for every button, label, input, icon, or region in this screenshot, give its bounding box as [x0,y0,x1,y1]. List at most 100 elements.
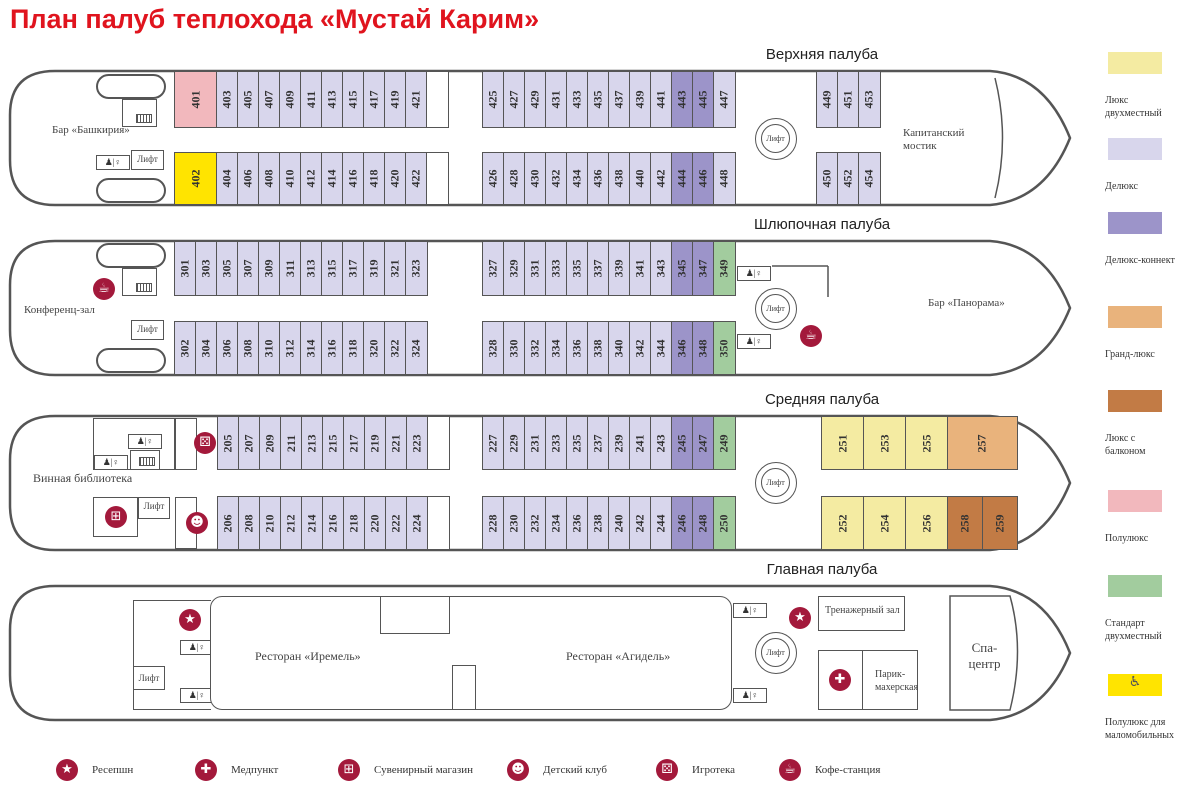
cabin-443[interactable]: 443 [671,71,694,128]
cabin-240[interactable]: 240 [608,496,631,550]
cabin-233[interactable]: 233 [545,416,568,470]
cabin-333[interactable]: 333 [545,241,568,296]
cabin-329[interactable]: 329 [503,241,526,296]
cabin-255[interactable]: 255 [905,416,949,470]
cabin-433[interactable]: 433 [566,71,589,128]
cabin-437[interactable]: 437 [608,71,631,128]
cabin-419[interactable]: 419 [384,71,407,128]
cabin-311[interactable]: 311 [279,241,302,296]
cabin-346[interactable]: 346 [671,321,694,375]
cabin-420[interactable]: 420 [384,152,407,205]
cabin-229[interactable]: 229 [503,416,526,470]
cabin-234[interactable]: 234 [545,496,568,550]
cabin-403[interactable]: 403 [216,71,239,128]
cabin-316[interactable]: 316 [321,321,344,375]
cabin-213[interactable]: 213 [301,416,324,470]
cabin-441[interactable]: 441 [650,71,673,128]
cabin-429[interactable]: 429 [524,71,547,128]
cabin-302[interactable]: 302 [174,321,197,375]
cabin-435[interactable]: 435 [587,71,610,128]
cabin-332[interactable]: 332 [524,321,547,375]
cabin-430[interactable]: 430 [524,152,547,205]
cabin-330[interactable]: 330 [503,321,526,375]
cabin-324[interactable]: 324 [405,321,428,375]
cabin-350[interactable]: 350 [713,321,736,375]
cabin-205[interactable]: 205 [217,416,240,470]
cabin-347[interactable]: 347 [692,241,715,296]
cabin-446[interactable]: 446 [692,152,715,205]
cabin-335[interactable]: 335 [566,241,589,296]
cabin-303[interactable]: 303 [195,241,218,296]
cabin-454[interactable]: 454 [858,152,881,205]
cabin-253[interactable]: 253 [863,416,907,470]
cabin-230[interactable]: 230 [503,496,526,550]
cabin-227[interactable]: 227 [482,416,505,470]
cabin-228[interactable]: 228 [482,496,505,550]
cabin-336[interactable]: 336 [566,321,589,375]
cabin-432[interactable]: 432 [545,152,568,205]
cabin-337[interactable]: 337 [587,241,610,296]
cabin-413[interactable]: 413 [321,71,344,128]
cabin-242[interactable]: 242 [629,496,652,550]
cabin-323[interactable]: 323 [405,241,428,296]
cabin-220[interactable]: 220 [364,496,387,550]
cabin-219[interactable]: 219 [364,416,387,470]
cabin-431[interactable]: 431 [545,71,568,128]
cabin-314[interactable]: 314 [300,321,323,375]
cabin-408[interactable]: 408 [258,152,281,205]
cabin-340[interactable]: 340 [608,321,631,375]
cabin-237[interactable]: 237 [587,416,610,470]
cabin-251[interactable]: 251 [821,416,865,470]
cabin-218[interactable]: 218 [343,496,366,550]
cabin-210[interactable]: 210 [259,496,282,550]
cabin-306[interactable]: 306 [216,321,239,375]
cabin-308[interactable]: 308 [237,321,260,375]
cabin-451[interactable]: 451 [837,71,860,128]
cabin-223[interactable]: 223 [406,416,429,470]
cabin-312[interactable]: 312 [279,321,302,375]
cabin-257[interactable]: 257 [947,416,1018,470]
cabin-327[interactable]: 327 [482,241,505,296]
cabin-217[interactable]: 217 [343,416,366,470]
cabin-322[interactable]: 322 [384,321,407,375]
cabin-402[interactable]: 402 [174,152,218,205]
cabin-304[interactable]: 304 [195,321,218,375]
cabin-334[interactable]: 334 [545,321,568,375]
cabin-341[interactable]: 341 [629,241,652,296]
cabin-410[interactable]: 410 [279,152,302,205]
cabin-409[interactable]: 409 [279,71,302,128]
cabin-305[interactable]: 305 [216,241,239,296]
cabin-414[interactable]: 414 [321,152,344,205]
cabin-445[interactable]: 445 [692,71,715,128]
cabin-248[interactable]: 248 [692,496,715,550]
cabin-319[interactable]: 319 [363,241,386,296]
cabin-252[interactable]: 252 [821,496,865,550]
cabin-411[interactable]: 411 [300,71,323,128]
cabin-449[interactable]: 449 [816,71,839,128]
cabin-247[interactable]: 247 [692,416,715,470]
cabin-317[interactable]: 317 [342,241,365,296]
cabin-309[interactable]: 309 [258,241,281,296]
cabin-438[interactable]: 438 [608,152,631,205]
cabin-246[interactable]: 246 [671,496,694,550]
cabin-450[interactable]: 450 [816,152,839,205]
cabin-236[interactable]: 236 [566,496,589,550]
cabin-224[interactable]: 224 [406,496,429,550]
cabin-342[interactable]: 342 [629,321,652,375]
cabin-442[interactable]: 442 [650,152,673,205]
cabin-207[interactable]: 207 [238,416,261,470]
cabin-238[interactable]: 238 [587,496,610,550]
cabin-427[interactable]: 427 [503,71,526,128]
cabin-412[interactable]: 412 [300,152,323,205]
cabin-231[interactable]: 231 [524,416,547,470]
cabin-345[interactable]: 345 [671,241,694,296]
cabin-439[interactable]: 439 [629,71,652,128]
cabin-401[interactable]: 401 [174,71,218,128]
cabin-249[interactable]: 249 [713,416,736,470]
cabin-320[interactable]: 320 [363,321,386,375]
cabin-448[interactable]: 448 [713,152,736,205]
cabin-215[interactable]: 215 [322,416,345,470]
cabin-250[interactable]: 250 [713,496,736,550]
cabin-422[interactable]: 422 [405,152,428,205]
cabin-321[interactable]: 321 [384,241,407,296]
